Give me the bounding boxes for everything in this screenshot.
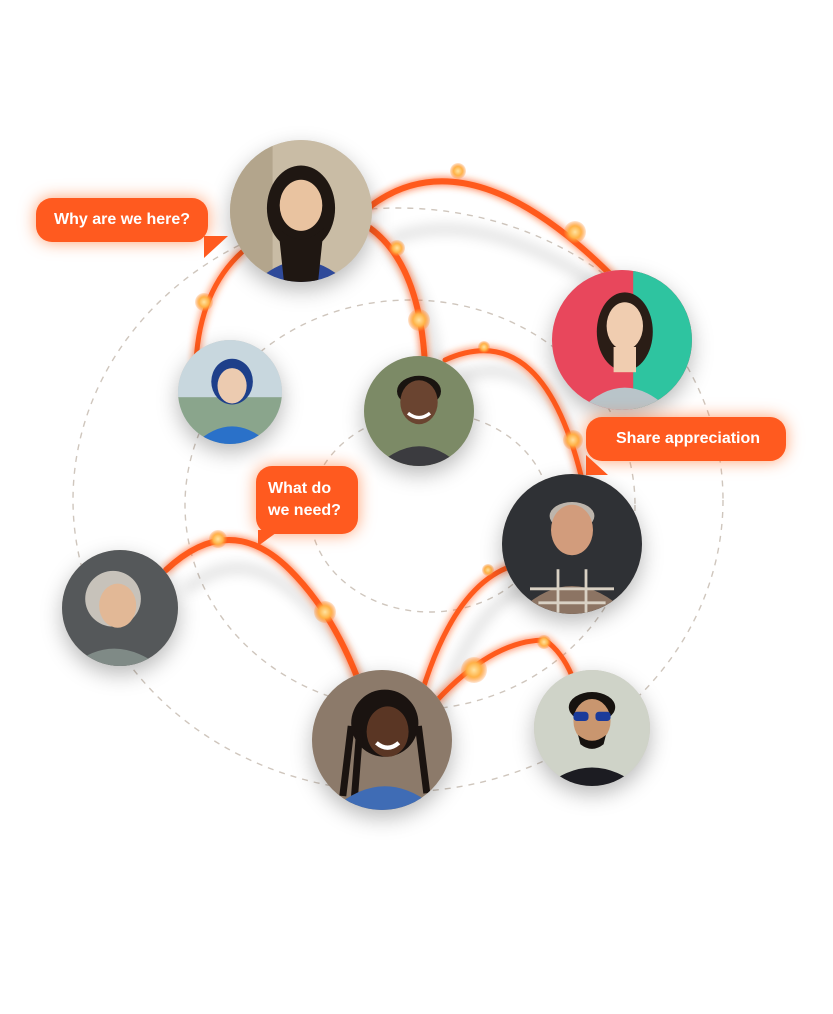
avatar-older-woman	[62, 550, 178, 666]
person-portrait-icon	[312, 670, 452, 810]
person-portrait-icon	[552, 270, 692, 410]
avatar-woman-colorful-wall	[552, 270, 692, 410]
person-portrait-icon	[502, 474, 642, 614]
bubble-share-appreciation: Share appreciation	[586, 417, 786, 461]
avatar-older-man-plaid	[502, 474, 642, 614]
bubble-what-line2: we need?	[268, 500, 358, 522]
person-portrait-icon	[62, 550, 178, 666]
bubble-tail	[204, 236, 228, 258]
avatar-woman-braids-denim	[312, 670, 452, 810]
bubble-tail	[258, 530, 280, 546]
bubble-share-text: Share appreciation	[616, 428, 760, 450]
person-portrait-icon	[364, 356, 474, 466]
arc-shadows	[186, 229, 626, 712]
person-portrait-icon	[534, 670, 650, 786]
avatar-teen-blue-top	[178, 340, 282, 444]
bubble-what-do-we-need: What do we need?	[256, 466, 358, 534]
avatar-man-sunglasses	[534, 670, 650, 786]
bubble-why-text: Why are we here?	[54, 209, 190, 231]
person-portrait-icon	[230, 140, 372, 282]
avatar-woman-long-dark-hair	[230, 140, 372, 282]
avatar-man-smiling	[364, 356, 474, 466]
person-portrait-icon	[178, 340, 282, 444]
bubble-what-line1: What do	[268, 478, 358, 500]
bubble-why-are-we-here: Why are we here?	[36, 198, 208, 242]
bubble-tail	[586, 455, 608, 475]
